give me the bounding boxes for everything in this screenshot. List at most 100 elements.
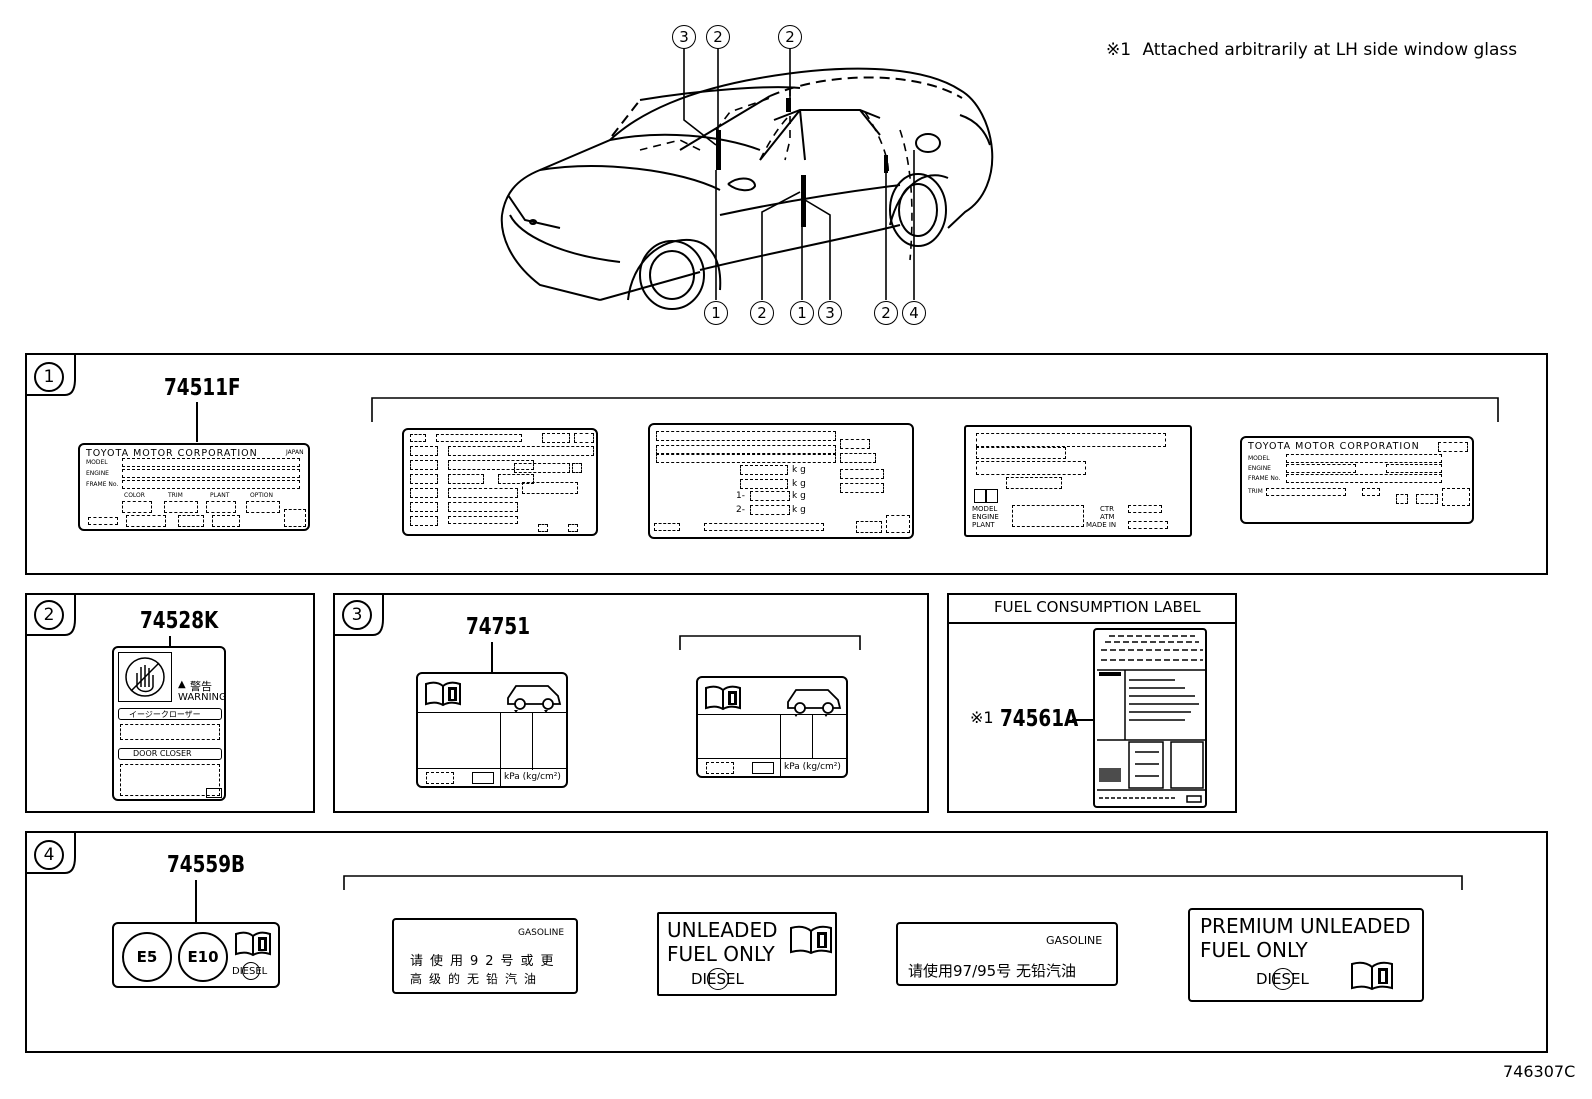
fuel-panel-header: FUEL CONSUMPTION LABEL: [994, 598, 1201, 616]
label-e-maker: TOYOTA MOTOR CORPORATION: [1248, 441, 1420, 452]
manual-info-icon-4: [789, 924, 833, 955]
callout-3-bottom: 3: [818, 301, 842, 325]
label-c-unit-1: k g: [792, 465, 806, 475]
note-marker: ※1: [1106, 40, 1132, 60]
warning-en: WARNING: [178, 692, 227, 703]
label-c-prefix-2: 2-: [736, 505, 745, 515]
premium-line1: PREMIUM UNLEADED: [1200, 914, 1411, 938]
part-number-74528K: 74528K: [140, 608, 219, 634]
label-a-col-color: COLOR: [124, 492, 145, 499]
gasoline-cn-label-1: GASOLINE 请使用92号或更 高级的无铅汽油: [392, 918, 578, 994]
hand-icon: [118, 652, 172, 702]
unleaded-line1: UNLEADED: [667, 918, 778, 942]
part-number-74561A: 74561A: [1000, 706, 1079, 732]
note-text: Attached arbitrarily at LH side window g…: [1142, 40, 1518, 60]
gas1-line2: 高级的无铅汽油: [410, 972, 544, 986]
closer-line-en: DOOR CLOSER: [133, 749, 192, 758]
callout-4-bottom: 4: [902, 301, 926, 325]
part-number-74511F: 74511F: [164, 375, 241, 401]
vin-label-c: k g k g 1- k g 2- k g: [648, 423, 914, 539]
label-d-right-made: MADE IN: [1086, 521, 1117, 529]
tire-pressure-label-2: kPa (kg/cm²): [696, 676, 848, 778]
panel-2-badge: 2: [34, 600, 64, 630]
diagram-code: 746307C: [1503, 1062, 1576, 1081]
label-a-row-model: MODEL: [86, 459, 108, 466]
panel-2: [25, 593, 315, 813]
label-a-col-option: OPTION: [250, 492, 273, 499]
panel-2-tab: [25, 593, 76, 636]
label-c-unit-4: k g: [792, 505, 806, 515]
car-illustration: [500, 48, 994, 310]
label-e-row-frame: FRAME No.: [1248, 475, 1281, 482]
tire-pressure-label-1: kPa (kg/cm²): [416, 672, 568, 788]
label-e-row-engine: ENGINE: [1248, 465, 1271, 472]
manual-info-icon-2: [704, 684, 742, 711]
part-number-74559B: 74559B: [167, 852, 246, 878]
panel-4-tab: [25, 831, 76, 874]
unleaded-line2: FUEL ONLY: [667, 942, 775, 966]
premium-line2: FUEL ONLY: [1200, 938, 1308, 962]
arbitrary-note: ※1 Attached arbitrarily at LH side windo…: [1106, 40, 1517, 60]
manual-info-icon-5: [1350, 960, 1394, 991]
panel-3-badge: 3: [342, 600, 372, 630]
gas2-line1: 请使用97/95号 无铅汽油: [908, 962, 1076, 980]
panel-4-badge: 4: [34, 840, 64, 870]
panel-4: [25, 831, 1548, 1053]
gas1-title: GASOLINE: [518, 928, 565, 938]
ethanol-fuel-label: E5 E10 DIESEL: [112, 922, 280, 988]
door-closer-warning-label: 警告 ▲ WARNING イージークローザー DOOR CLOSER: [112, 646, 227, 801]
e10-circle: E10: [178, 932, 228, 982]
label-c-prefix-1: 1-: [736, 491, 745, 501]
label-c-unit-2: k g: [792, 479, 806, 489]
label-d-row-model: MODEL: [972, 505, 998, 513]
unleaded-fuel-label: UNLEADED FUEL ONLY DIESEL: [657, 912, 837, 996]
fuel-panel-marker: ※1: [970, 708, 994, 727]
e5-text: E5: [136, 948, 158, 966]
warning-triangle-icon: ▲: [178, 679, 186, 690]
gas1-line1: 请使用92号或更: [410, 954, 561, 969]
callout-1-bottom-a: 1: [704, 301, 728, 325]
label-c-unit-3: k g: [792, 491, 806, 501]
gas2-title: GASOLINE: [1046, 934, 1103, 947]
label-a-country: JAPAN: [286, 449, 304, 456]
manual-info-icon: [424, 680, 462, 707]
label-d-right-atm: ATM: [1100, 513, 1115, 521]
e10-text: E10: [187, 948, 219, 966]
vehicle-icon: [504, 680, 564, 713]
callout-3-top: 3: [672, 25, 696, 49]
callout-1-bottom-b: 1: [790, 301, 814, 325]
label-a-row-frame: FRAME No.: [86, 481, 119, 488]
panel-1: [25, 353, 1548, 575]
callout-2-bottom-a: 2: [750, 301, 774, 325]
fuel-consumption-label: [1093, 628, 1207, 808]
closer-line-jp: イージークローザー: [129, 710, 201, 719]
vin-label-e: TOYOTA MOTOR CORPORATION MODEL ENGINE FR…: [1240, 436, 1474, 524]
vin-label-d: MODEL ENGINE PLANT CTR ATM MADE IN: [964, 425, 1192, 537]
callout-2-top-b: 2: [778, 25, 802, 49]
premium-unleaded-label: PREMIUM UNLEADED FUEL ONLY DIESEL: [1188, 908, 1424, 1002]
tire-unit-2: kPa (kg/cm²): [784, 762, 841, 772]
panel-1-leader: [196, 397, 1499, 442]
label-d-row-plant: PLANT: [972, 521, 995, 529]
label-e-row-model: MODEL: [1248, 455, 1270, 462]
panel-3-tab: [333, 593, 384, 636]
no-diesel-icon-3: [1272, 968, 1294, 990]
callout-2-top-a: 2: [706, 25, 730, 49]
label-e-row-trim: TRIM: [1248, 488, 1263, 495]
callout-2-bottom-b: 2: [874, 301, 898, 325]
label-d-right-ctr: CTR: [1100, 505, 1115, 513]
no-diesel-icon-2: [707, 968, 729, 990]
fuel-consumption-panel: [947, 593, 1237, 813]
tire-unit-1: kPa (kg/cm²): [504, 772, 561, 782]
label-a-col-trim: TRIM: [168, 492, 183, 499]
label-a-row-engine: ENGINE: [86, 470, 109, 477]
label-d-row-engine: ENGINE: [972, 513, 999, 521]
panel-1-tab: [25, 353, 76, 396]
panel-1-badge: 1: [34, 362, 64, 392]
part-number-74751: 74751: [466, 614, 531, 640]
vin-label-a: TOYOTA MOTOR CORPORATION JAPAN MODEL ENG…: [78, 443, 310, 531]
label-a-maker: TOYOTA MOTOR CORPORATION: [86, 448, 258, 459]
warning-jp: 警告: [190, 680, 212, 693]
label-a-col-plant: PLANT: [210, 492, 230, 499]
e5-circle: E5: [122, 932, 172, 982]
